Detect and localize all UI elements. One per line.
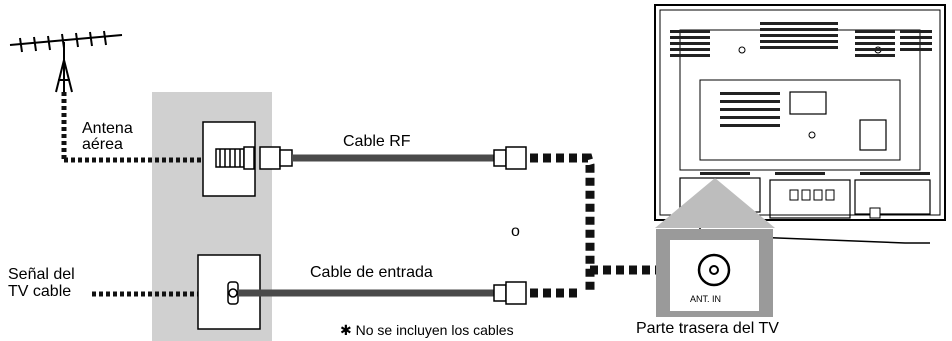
label-note: ✱ No se incluyen los cables xyxy=(340,322,514,338)
label-antenna-line2: aérea xyxy=(82,136,123,153)
label-ant-in: ANT. IN xyxy=(690,294,722,304)
label-cable-signal-line1: Señal del xyxy=(8,266,75,283)
label-cable-rf: Cable RF xyxy=(343,133,411,150)
label-cable-input: Cable de entrada xyxy=(310,264,433,281)
dashed-routing xyxy=(530,153,660,298)
callout-pointer xyxy=(655,178,775,228)
ant-in-jack xyxy=(656,229,773,317)
antenna-dotted-feed xyxy=(61,92,203,163)
label-tv-back: Parte trasera del TV xyxy=(636,320,779,337)
tv-back-panel xyxy=(654,4,946,244)
antenna-icon xyxy=(9,30,123,93)
antenna-terminal-icon xyxy=(215,148,245,168)
ant-in-connector-icon xyxy=(697,253,731,287)
label-cable-signal-line2: TV cable xyxy=(8,283,72,300)
vent-grilles xyxy=(670,22,932,175)
rf-cable xyxy=(259,146,527,170)
antenna-wall-jack xyxy=(202,121,256,197)
label-or: o xyxy=(511,223,520,240)
input-cable xyxy=(238,281,527,305)
label-antenna-line1: Antena xyxy=(82,120,133,137)
